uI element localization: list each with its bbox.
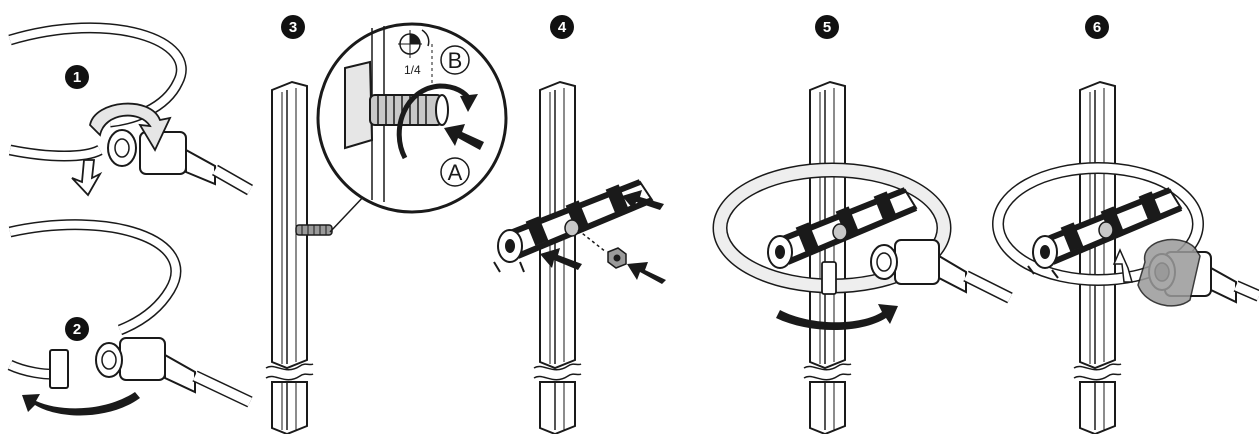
cable-clamp bbox=[493, 179, 654, 273]
rotate-arrow bbox=[1137, 238, 1201, 307]
step-badge-6: 6 bbox=[1085, 15, 1109, 39]
quarter-turn-arrow bbox=[396, 83, 473, 160]
connector bbox=[107, 129, 253, 196]
panel-step-3: 1/4 B A 3 bbox=[265, 15, 508, 434]
label-a: A bbox=[440, 157, 470, 187]
fraction-label: 1/4 bbox=[404, 63, 421, 77]
move-arrow bbox=[22, 392, 140, 416]
step-number-5: 5 bbox=[823, 19, 831, 36]
rotate-arrow bbox=[89, 102, 172, 152]
step-badge-5: 5 bbox=[815, 15, 839, 39]
step-number-2: 2 bbox=[73, 321, 81, 338]
step-number-1: 1 bbox=[73, 69, 81, 86]
detail-leader bbox=[329, 193, 367, 233]
svg-text:B: B bbox=[448, 48, 463, 73]
cable-clamp bbox=[1027, 187, 1183, 279]
step-badge-1: 1 bbox=[65, 65, 89, 89]
mounting-rail bbox=[265, 80, 314, 434]
step-number-3: 3 bbox=[289, 19, 297, 36]
connector bbox=[870, 239, 1013, 304]
push-arrow-nut bbox=[627, 262, 666, 284]
panel-step-4: 4 bbox=[493, 15, 666, 434]
quarter-turn-symbol bbox=[398, 29, 433, 88]
detail-magnifier: 1/4 B A bbox=[316, 22, 508, 214]
mounting-rail bbox=[1073, 80, 1122, 434]
move-arrow bbox=[776, 304, 898, 330]
step-badge-2: 2 bbox=[65, 317, 89, 341]
t-bolt bbox=[295, 224, 333, 236]
panel-step-1: 1 bbox=[8, 22, 253, 197]
mounting-rail bbox=[803, 80, 852, 434]
nut bbox=[607, 247, 627, 269]
label-b: B bbox=[440, 45, 470, 75]
cable-clamp bbox=[767, 187, 918, 269]
cable-clip bbox=[821, 261, 837, 295]
step-badge-4: 4 bbox=[550, 15, 574, 39]
push-arrow-upper bbox=[622, 190, 664, 210]
push-arrow bbox=[444, 124, 484, 150]
push-arrow-middle bbox=[540, 248, 582, 270]
connector bbox=[95, 337, 253, 408]
svg-text:A: A bbox=[448, 160, 463, 185]
step-number-6: 6 bbox=[1093, 19, 1101, 36]
step-badge-3: 3 bbox=[281, 15, 305, 39]
cable-clip bbox=[49, 349, 69, 389]
panel-step-6: 6 bbox=[992, 15, 1259, 434]
assembly-path bbox=[577, 229, 607, 253]
panel-step-2: 2 bbox=[7, 219, 253, 416]
panel-step-5: 5 bbox=[712, 15, 1013, 434]
step-number-4: 4 bbox=[558, 19, 567, 36]
